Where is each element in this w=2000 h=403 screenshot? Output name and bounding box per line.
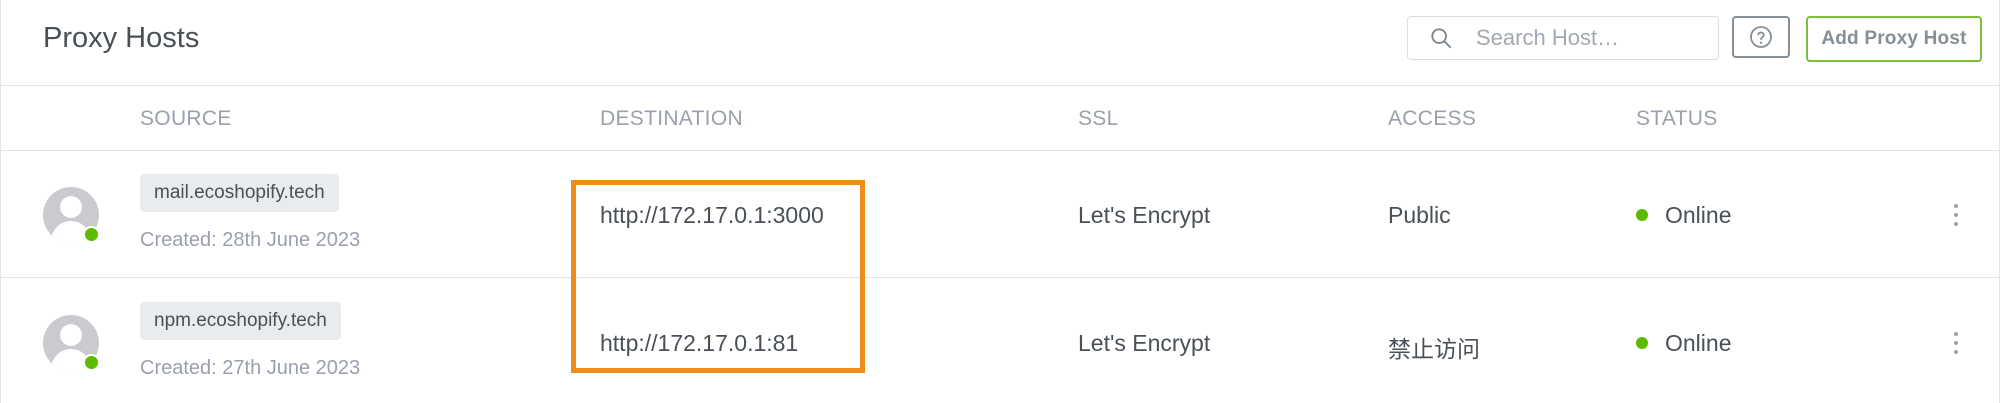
column-header-status[interactable]: STATUS xyxy=(1636,107,1718,130)
more-options-icon[interactable] xyxy=(1951,202,1961,228)
ssl-value: Let's Encrypt xyxy=(1078,202,1211,228)
help-button[interactable] xyxy=(1732,16,1790,58)
destination-value: http://172.17.0.1:3000 xyxy=(600,202,824,228)
page-title: Proxy Hosts xyxy=(43,22,200,54)
avatar-online-dot xyxy=(83,354,100,371)
status-value: Online xyxy=(1665,330,1732,356)
column-header-destination[interactable]: DESTINATION xyxy=(600,107,743,130)
avatar-online-dot xyxy=(83,226,100,243)
search-input[interactable] xyxy=(1476,23,1706,53)
column-header-source[interactable]: SOURCE xyxy=(140,107,232,130)
more-options-icon[interactable] xyxy=(1951,330,1961,356)
status-value: Online xyxy=(1665,202,1732,228)
status-online-dot xyxy=(1636,209,1648,221)
created-date: Created: 28th June 2023 xyxy=(140,229,361,251)
access-value: 禁止访问 xyxy=(1388,336,1480,362)
domain-tag[interactable]: mail.ecoshopify.tech xyxy=(140,174,339,212)
card-header: Proxy Hosts Add Proxy Host xyxy=(1,0,1999,86)
destination-value: http://172.17.0.1:81 xyxy=(600,330,799,356)
status-online-dot xyxy=(1636,337,1648,349)
ssl-value: Let's Encrypt xyxy=(1078,330,1211,356)
created-date: Created: 27th June 2023 xyxy=(140,357,361,379)
column-header-ssl[interactable]: SSL xyxy=(1078,107,1119,130)
column-header-access[interactable]: ACCESS xyxy=(1388,107,1477,130)
search-icon xyxy=(1431,28,1452,49)
table-header-divider xyxy=(1,150,1999,151)
add-proxy-host-button[interactable]: Add Proxy Host xyxy=(1806,16,1982,62)
access-value: Public xyxy=(1388,202,1451,228)
search-box[interactable] xyxy=(1407,16,1719,60)
destination-highlight-box xyxy=(571,180,865,373)
row-divider xyxy=(1,277,1999,278)
domain-tag[interactable]: npm.ecoshopify.tech xyxy=(140,302,341,340)
question-circle-icon xyxy=(1750,26,1772,48)
